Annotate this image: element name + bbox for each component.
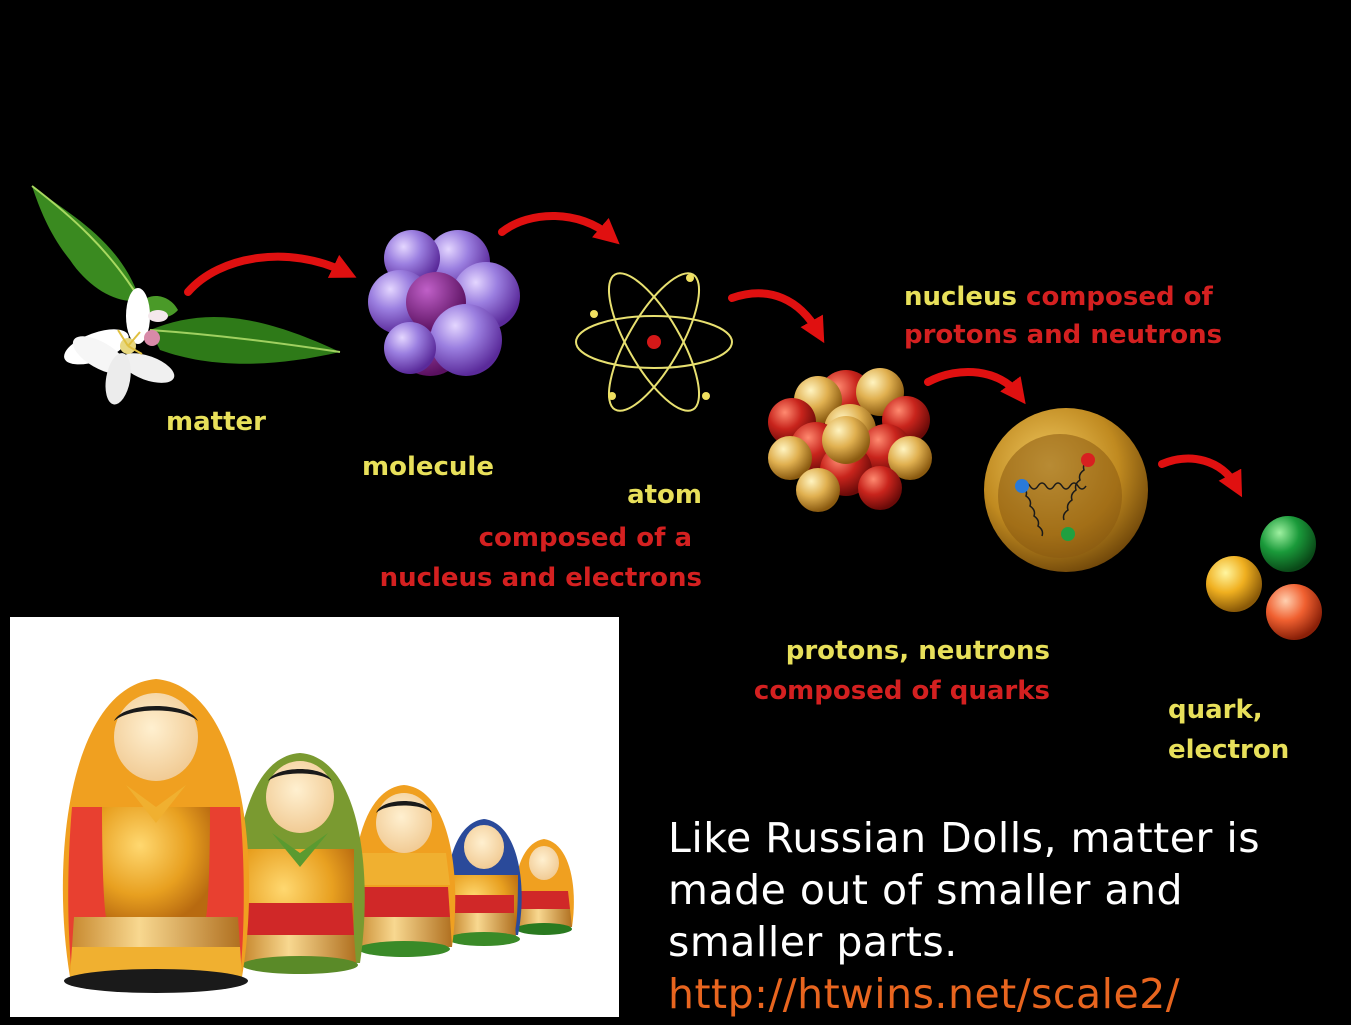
label-protons-neutrons: protons, neutrons [785, 636, 1050, 666]
source-link[interactable]: http://htwins.net/scale2/ [668, 970, 1181, 1018]
label-molecule: molecule [362, 452, 494, 482]
label-matter: matter [166, 407, 266, 437]
label-electron: electron [1168, 735, 1290, 765]
russian-dolls-icon [62, 679, 574, 993]
flower-icon [31, 185, 341, 405]
label-atom-desc-1: composed of a [478, 523, 692, 553]
label-nucleus-line: nucleus composed of [904, 280, 1213, 314]
proton-icon [984, 408, 1148, 572]
caption-text: Like Russian Dolls, matter is made out o… [668, 814, 1261, 966]
atom-icon [575, 272, 733, 412]
label-quark: quark, [1168, 695, 1263, 725]
label-nucleus: nucleus [904, 282, 1017, 312]
arrow-icon [184, 212, 1243, 498]
nucleus-icon [768, 368, 932, 512]
label-atom: atom [627, 480, 702, 510]
molecule-icon [368, 230, 520, 376]
quarks-icon [1206, 516, 1322, 640]
label-nucleus-desc-1: composed of [1026, 282, 1213, 312]
label-nucleus-desc-2: protons and neutrons [904, 320, 1223, 350]
label-protons-desc: composed of quarks [753, 676, 1050, 706]
russian-dolls-photo [10, 617, 619, 1017]
label-atom-desc-2: nucleus and electrons [379, 563, 702, 593]
